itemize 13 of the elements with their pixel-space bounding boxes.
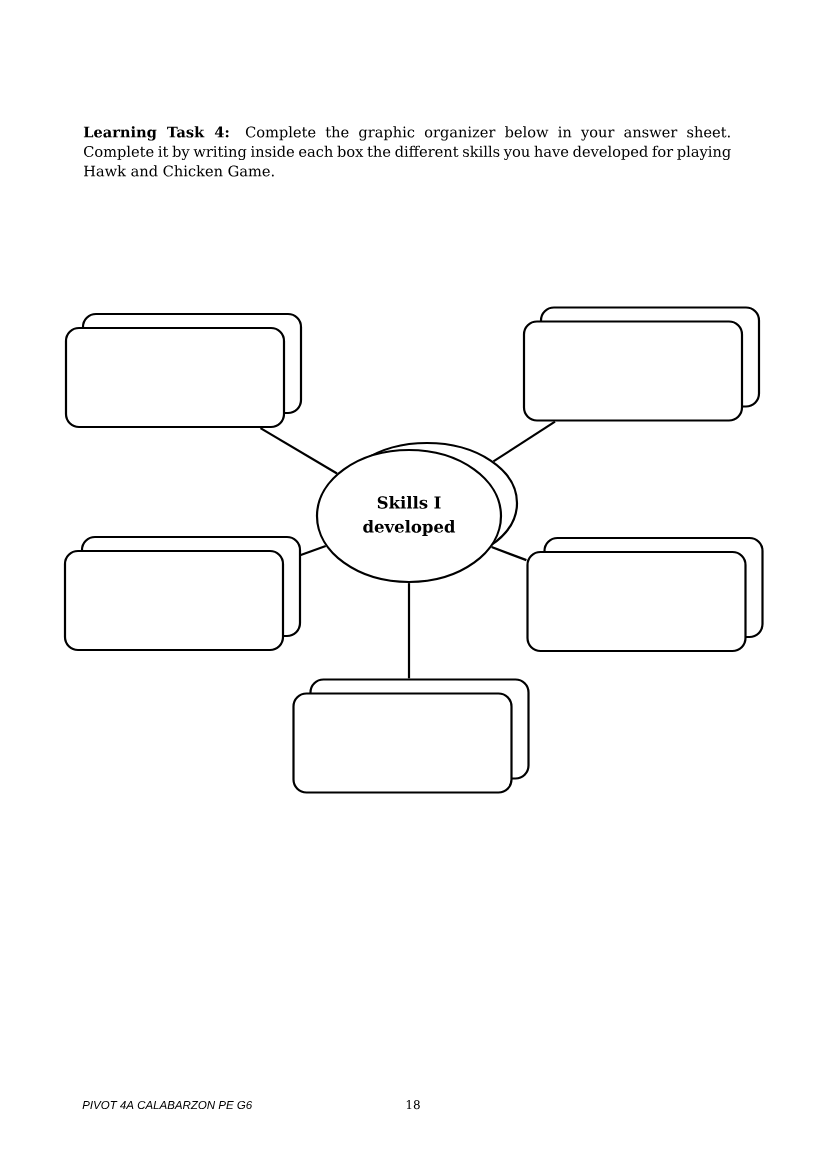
rounded-box [522, 306, 761, 422]
rounded-box [292, 678, 530, 794]
connector-line [299, 545, 327, 557]
connector-line [259, 427, 338, 475]
connector-line [491, 546, 527, 562]
footer-text: PIVOT 4A CALABARZON PE G6 [82, 1101, 253, 1110]
instruction-text: Learning Task 4: Complete the graphic organizer below in your answer sheet. Complete it by writing inside each box the different skills you have developed for playing Hawk and Chicken Game. [83, 126, 731, 177]
rounded-box [526, 536, 764, 653]
connector-line [492, 420, 556, 463]
rounded-box [63, 535, 302, 652]
connector-line [407, 583, 411, 679]
rounded-box [64, 312, 303, 429]
page-number: 18 [406, 1100, 420, 1110]
